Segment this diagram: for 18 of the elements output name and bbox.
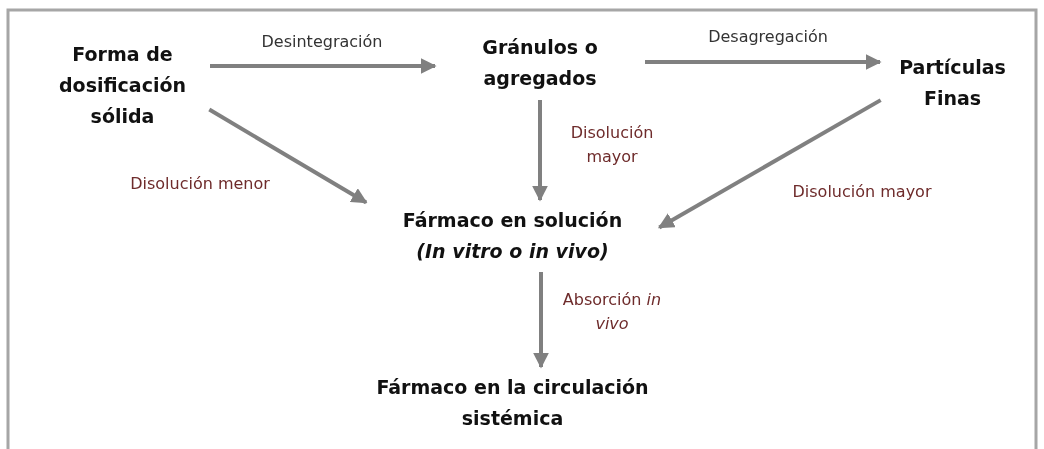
arrow xyxy=(210,58,437,74)
edge-label: Disolución mayor xyxy=(791,181,933,203)
edge-label: Disolución mayor xyxy=(569,122,655,168)
stage-label: Fármaco en solución xyxy=(402,208,623,233)
edge-label: Desagregación xyxy=(707,26,829,48)
subtitle-text: (In vitro o in vivo) xyxy=(416,239,609,264)
arrow xyxy=(532,100,548,202)
arrow xyxy=(645,54,882,70)
arrow xyxy=(208,107,368,205)
edge-label: Desintegración xyxy=(260,31,384,53)
edge-label: Absorción in vivo xyxy=(561,289,663,335)
arrow xyxy=(533,272,549,369)
stage-label: Partículas Finas xyxy=(898,55,1007,111)
stage-label: Fármaco en la circulación sistémica xyxy=(375,375,650,431)
arrow xyxy=(657,98,882,230)
stage-label: Gránulos o agregados xyxy=(481,34,599,91)
stage-label: Forma de dosificación sólida xyxy=(58,41,187,129)
edge-label: Disolución menor xyxy=(129,173,271,195)
